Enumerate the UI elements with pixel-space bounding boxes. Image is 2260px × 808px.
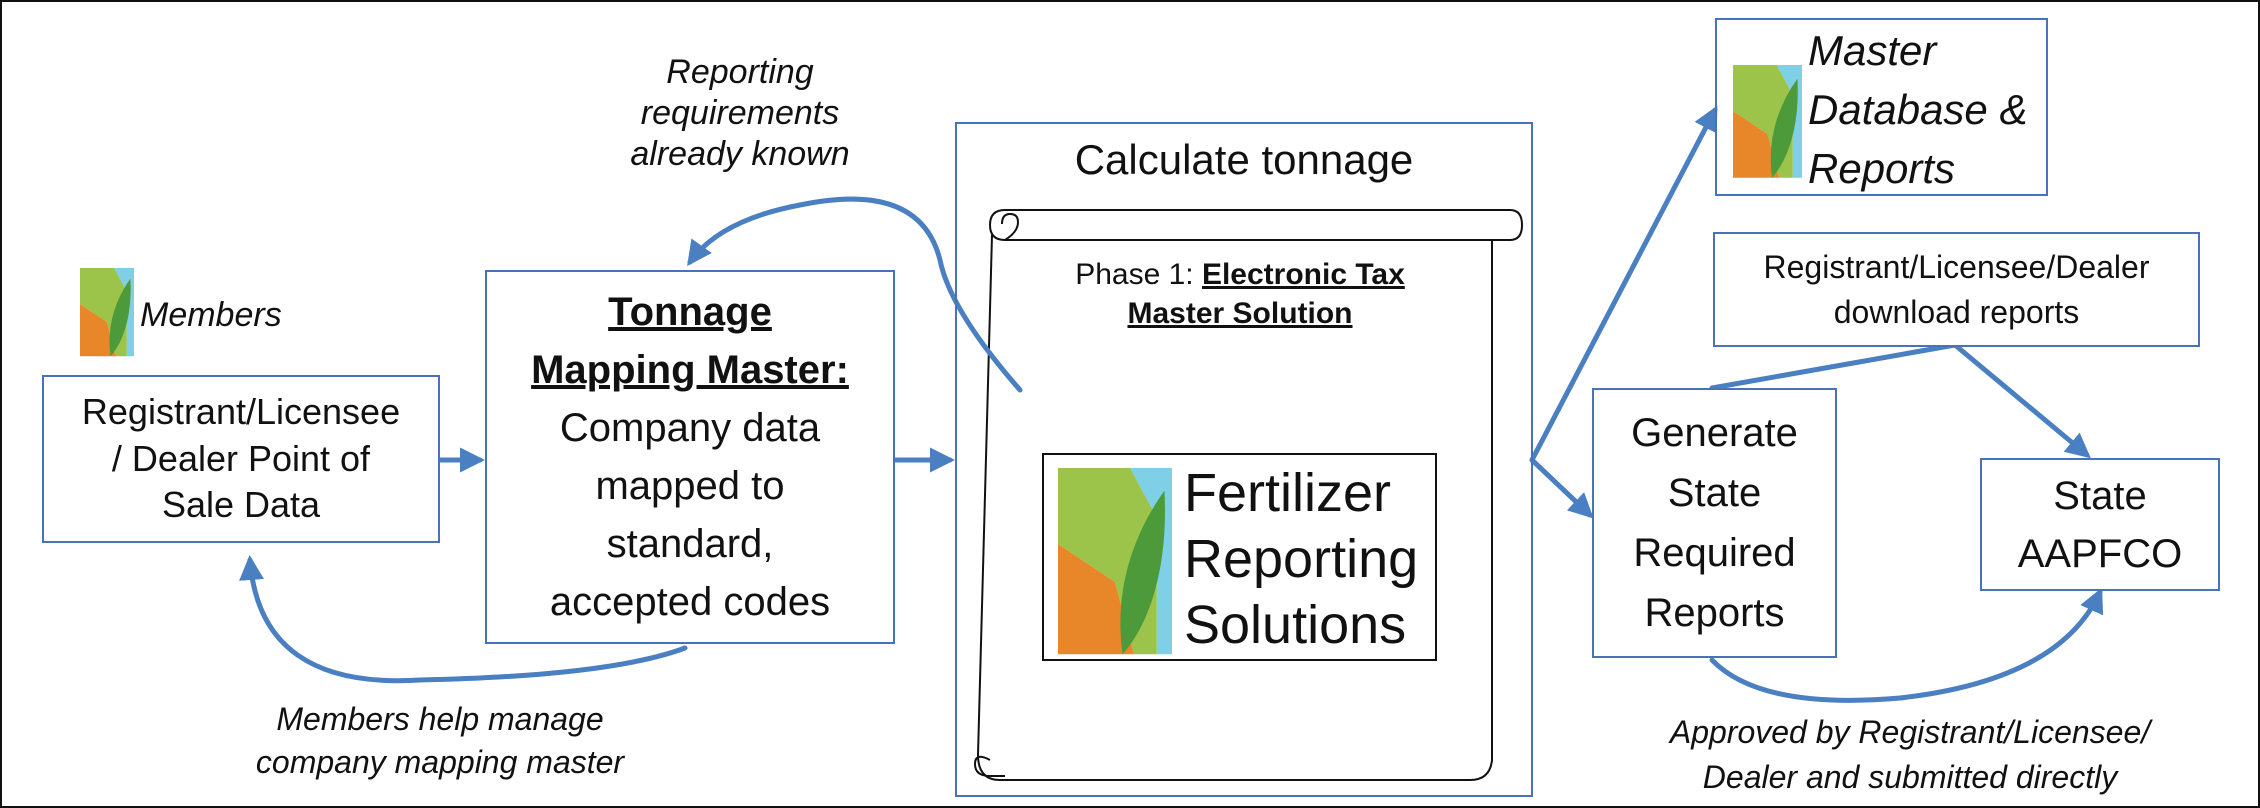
mapping-body-line: accepted codes [549, 580, 831, 624]
box-line: State [2053, 473, 2147, 518]
master-database-label: Master Database & Reports [1808, 22, 2048, 198]
arrow-generate-to-download [1709, 342, 1958, 391]
calculate-tonnage-box: Calculate tonnage [955, 122, 1533, 797]
phase-title-line: Master Solution [1127, 297, 1353, 330]
arrows [239, 105, 2104, 703]
mapping-master-box: Tonnage Mapping Master: Company data map… [485, 270, 895, 644]
arrow-members-help [239, 555, 688, 684]
download-reports-box: Registrant/Licensee/Dealer download repo… [1713, 232, 2200, 347]
box-line: State [1667, 471, 1762, 515]
phase-prefix: Phase 1: [1075, 258, 1202, 291]
box-line: Registrant/Licensee/Dealer [1763, 248, 2150, 285]
box-line: Required [1633, 531, 1796, 575]
mapping-title-line: Mapping Master: [531, 348, 849, 392]
scroll-shape [973, 209, 1524, 781]
phase-title-line: Electronic Tax [1201, 258, 1405, 291]
members-logo [80, 268, 134, 357]
frs-logo-text: Fertilizer Reporting Solutions [1184, 461, 1418, 659]
label-line: Dealer and submitted directly [1702, 758, 2118, 795]
mapping-body-line: Company data [559, 406, 821, 450]
arrow-to-master-db [1529, 105, 1718, 463]
box-line: Sale Data [161, 484, 321, 526]
calc-title: Calculate tonnage [1074, 136, 1414, 183]
mapping-body-line: mapped to [595, 464, 785, 508]
label-line: Reports [1808, 144, 1956, 192]
logo-text-line: Solutions [1184, 594, 1407, 655]
label-line: already known [630, 134, 850, 173]
label-line: Approved by Registrant/Licensee/ [1669, 714, 2151, 750]
mapping-body-line: standard, [606, 522, 774, 566]
master-database-box [1715, 18, 2048, 196]
box-line: Reports [1644, 591, 1785, 635]
arrow-scroll-to-mapping [687, 196, 1023, 393]
state-aapfco-box: State AAPFCO [1980, 458, 2220, 591]
approved-label: Approved by Registrant/Licensee/ Dealer … [1620, 710, 2200, 800]
box-line: Generate [1631, 411, 1798, 455]
label-line: Reporting [666, 53, 814, 91]
label-line: Master [1808, 27, 1937, 74]
frs-logo-box: Fertilizer Reporting Solutions [1042, 453, 1437, 661]
phase-label: Phase 1: Electronic Tax Master Solution [1020, 255, 1460, 333]
reporting-known-label: Reporting requirements already known [600, 52, 880, 174]
mapping-title-line: Tonnage [608, 290, 772, 334]
arrow-to-generate [1529, 457, 1594, 519]
label-line: Members help manage [276, 701, 604, 737]
box-line: Registrant/Licensee [81, 390, 401, 432]
logo-text-line: Fertilizer [1184, 463, 1392, 523]
pos-data-box: Registrant/Licensee / Dealer Point of Sa… [42, 375, 440, 543]
box-line: download reports [1833, 293, 2080, 330]
label-line: Database & [1808, 85, 2028, 133]
arrow-download-to-state [1952, 342, 2091, 459]
generate-reports-box: Generate State Required Reports [1592, 388, 1837, 658]
box-line: AAPFCO [2017, 531, 2183, 576]
logo-text-line: Reporting [1184, 528, 1419, 589]
members-help-label: Members help manage company mapping mast… [200, 698, 680, 784]
arrow-generate-to-state [1709, 587, 2104, 703]
members-label: Members [140, 296, 282, 334]
label-line: company mapping master [255, 744, 625, 781]
label-line: requirements [640, 93, 840, 132]
box-line: / Dealer Point of [111, 437, 371, 479]
